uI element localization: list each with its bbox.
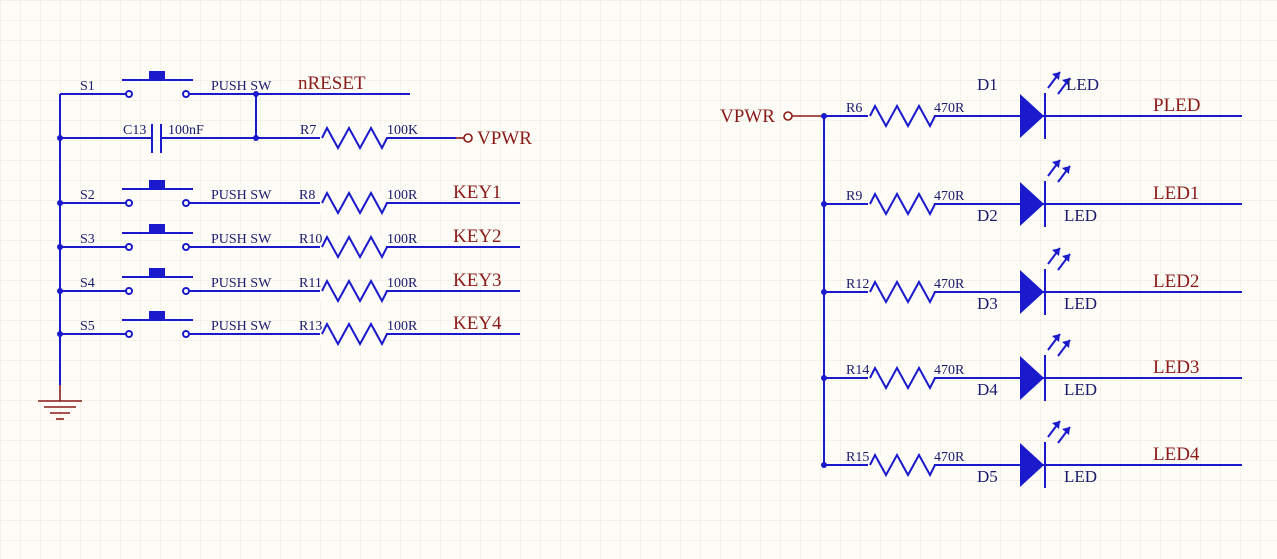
- key-row: S4 PUSH SW R11 100R KEY3: [57, 268, 520, 304]
- key-row: S5 PUSH SW R13 100R KEY4: [57, 311, 520, 347]
- switch-s1: [60, 71, 410, 98]
- led-row: R14 470R D4 LED LED3: [821, 333, 1242, 401]
- resistor-zigzag: [321, 190, 388, 216]
- diode-type: LED: [1064, 380, 1097, 399]
- diode-type: LED: [1064, 294, 1097, 313]
- led-resistor-value: 470R: [934, 450, 965, 465]
- led-diode-icon: [1020, 333, 1071, 401]
- vpwr-port-right: [783, 111, 824, 121]
- led-net-label: LED2: [1153, 271, 1199, 292]
- resistor-zigzag: [869, 191, 936, 217]
- key-resistor-value: 100R: [387, 232, 418, 247]
- key-resistor-value: 100R: [387, 188, 418, 203]
- led-row: R12 470R D3 LED LED2: [821, 247, 1242, 315]
- key-resistor-ref: R8: [299, 188, 315, 203]
- resistor-zigzag: [321, 321, 388, 347]
- switch-ref: S4: [80, 276, 95, 291]
- diode-ref: D1: [977, 75, 998, 94]
- led-resistor-ref: R15: [846, 450, 869, 465]
- key-resistor-ref: R11: [299, 276, 322, 291]
- resistor-r7: [320, 125, 388, 151]
- pullup-ref: R7: [300, 123, 316, 138]
- led-net-label: LED4: [1153, 444, 1200, 465]
- capacitor-ref: C13: [123, 123, 146, 138]
- led-diode-icon: [1020, 71, 1071, 139]
- led-resistor-value: 470R: [934, 363, 965, 378]
- diode-type: LED: [1066, 75, 1099, 94]
- resistor-zigzag: [869, 279, 936, 305]
- led-diode-icon: [1020, 159, 1071, 227]
- switch-type-s1: PUSH SW: [211, 79, 272, 94]
- diode-type: LED: [1064, 206, 1097, 225]
- ground-icon: [38, 385, 82, 420]
- switch-type: PUSH SW: [211, 276, 272, 291]
- key-net-label: KEY2: [453, 226, 502, 247]
- led-resistor-value: 470R: [934, 101, 965, 116]
- key-resistor-value: 100R: [387, 319, 418, 334]
- key-resistor-ref: R10: [299, 232, 322, 247]
- led-resistor-ref: R12: [846, 277, 869, 292]
- led-diode-icon: [1020, 247, 1071, 315]
- led-resistor-ref: R9: [846, 189, 862, 204]
- diode-type: LED: [1064, 467, 1097, 486]
- key-row: S3 PUSH SW R10 100R KEY2: [57, 224, 520, 260]
- resistor-zigzag: [321, 278, 388, 304]
- resistor-zigzag: [869, 103, 936, 129]
- vpwr-port-left: [456, 133, 473, 143]
- switch-ref: S5: [80, 319, 95, 334]
- diode-ref: D2: [977, 206, 998, 225]
- switch-block: S1 PUSH SW nRESET C13 100nF R7 100K VPWR…: [38, 71, 532, 420]
- switch-type: PUSH SW: [211, 319, 272, 334]
- diode-ref: D5: [977, 467, 998, 486]
- led-row: R15 470R D5 LED LED4: [821, 420, 1242, 488]
- diode-ref: D4: [977, 380, 998, 399]
- key-net-label: KEY1: [453, 182, 502, 203]
- key-net-label: KEY4: [453, 313, 502, 334]
- led-resistor-value: 470R: [934, 277, 965, 292]
- diode-ref: D3: [977, 294, 998, 313]
- vpwr-label-left: VPWR: [477, 128, 532, 149]
- led-net-label: LED1: [1153, 183, 1199, 204]
- pullup-value: 100K: [387, 123, 418, 138]
- switch-type: PUSH SW: [211, 232, 272, 247]
- key-resistor-value: 100R: [387, 276, 418, 291]
- switch-ref: S3: [80, 232, 95, 247]
- resistor-zigzag: [869, 452, 936, 478]
- vpwr-label-right: VPWR: [720, 106, 775, 127]
- capacitor-c13: [60, 91, 456, 153]
- resistor-zigzag: [869, 365, 936, 391]
- led-net-label: PLED: [1153, 95, 1201, 116]
- capacitor-value: 100nF: [168, 123, 204, 138]
- junction-dot: [57, 135, 63, 141]
- switch-ref-s1: S1: [80, 79, 95, 94]
- led-net-label: LED3: [1153, 357, 1199, 378]
- led-row: R9 470R D2 LED LED1: [821, 159, 1242, 227]
- switch-type: PUSH SW: [211, 188, 272, 203]
- led-resistor-value: 470R: [934, 189, 965, 204]
- led-resistor-ref: R6: [846, 101, 862, 116]
- key-row: S2 PUSH SW R8 100R KEY1: [57, 180, 520, 216]
- key-net-label: KEY3: [453, 270, 502, 291]
- resistor-zigzag: [321, 234, 388, 260]
- net-label-nreset: nRESET: [298, 73, 366, 94]
- led-resistor-ref: R14: [846, 363, 869, 378]
- led-diode-icon: [1020, 420, 1071, 488]
- switch-ref: S2: [80, 188, 95, 203]
- key-resistor-ref: R13: [299, 319, 322, 334]
- led-row: R6 470R D1 LED PLED: [821, 71, 1242, 139]
